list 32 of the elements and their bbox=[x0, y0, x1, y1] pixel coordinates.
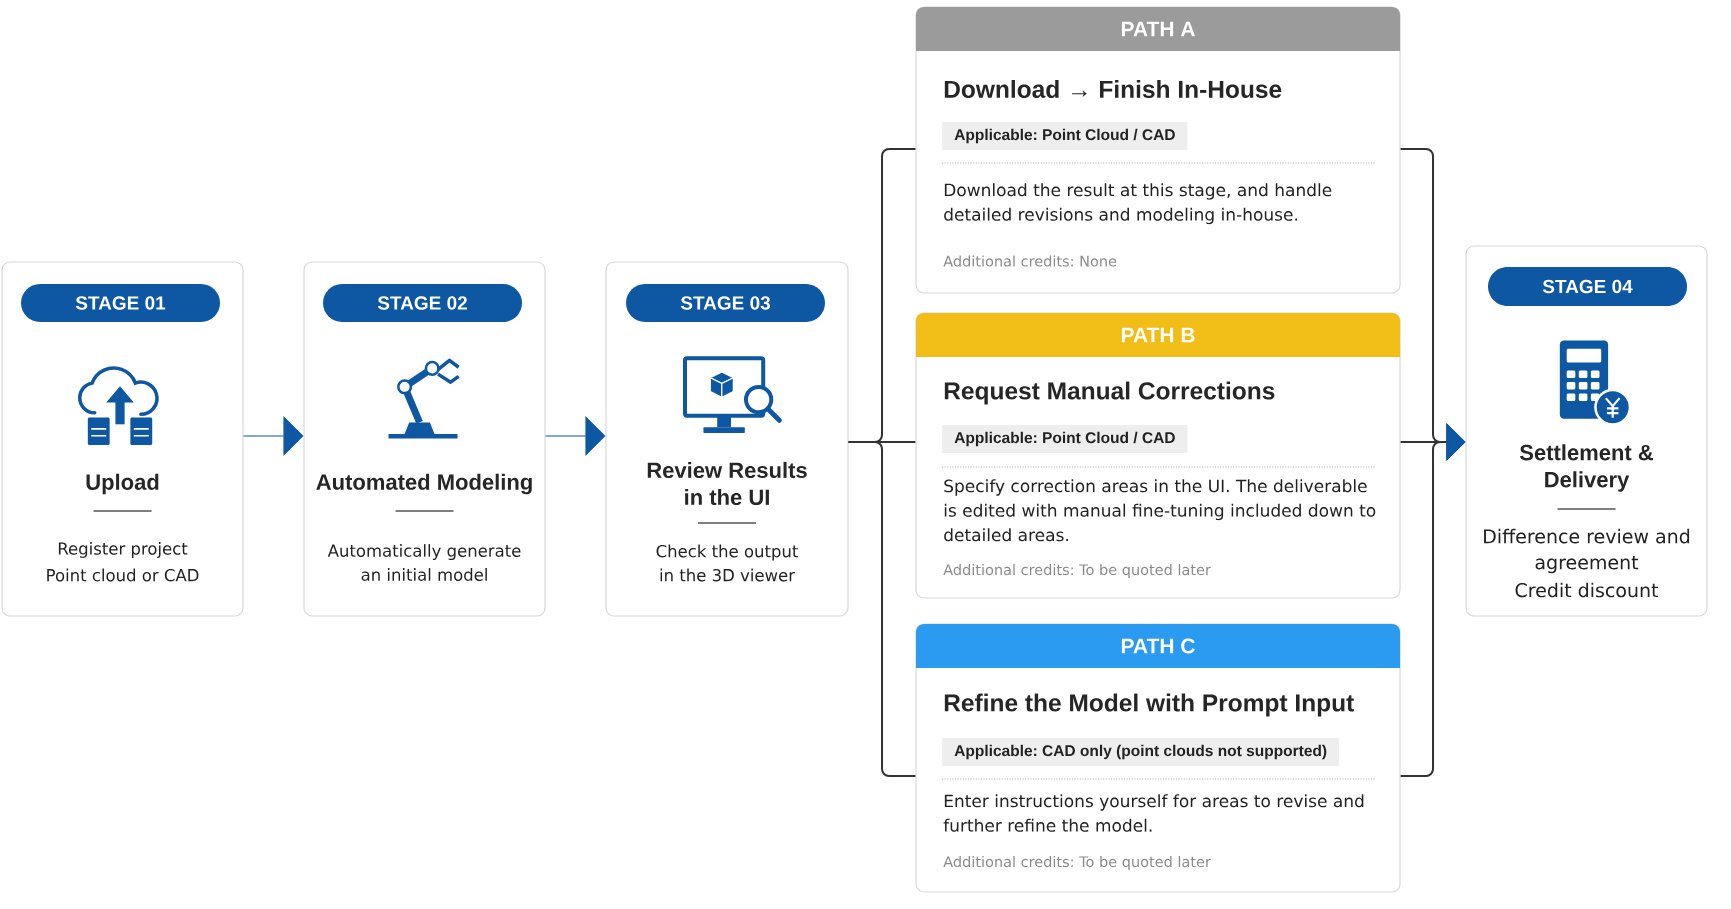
stage-card bbox=[1, 261, 244, 617]
applicability-tag: Applicable: Point Cloud / CAD bbox=[942, 122, 1188, 150]
card-description: Register project bbox=[58, 542, 188, 558]
path-title: Request Manual Corrections bbox=[944, 381, 1275, 405]
card-description: Check the output in the 3D viewer bbox=[656, 544, 798, 582]
connector-line bbox=[847, 441, 917, 777]
card-description: Point cloud or CAD bbox=[47, 568, 199, 582]
card-description: Specify correction areas in the UI. The deliverable is edited with manual fine-tuning included down to detailed areas. bbox=[944, 479, 1376, 542]
credits-note: Additional credits: To be quoted later bbox=[943, 855, 1211, 870]
card-description: Enter instructions yourself for areas to revise and further refine the model. bbox=[943, 794, 1364, 832]
stage-badge: STAGE 01 bbox=[21, 284, 220, 322]
stage-badge: STAGE 02 bbox=[323, 284, 522, 322]
card-description: Download the result at this stage, and handle detailed revisions and modeling in-house. bbox=[944, 183, 1332, 225]
card-description: Automatically generate an initial model bbox=[327, 544, 521, 581]
card-description: Difference review and agreement bbox=[1484, 528, 1690, 574]
stage-badge: STAGE 04 bbox=[1488, 267, 1687, 306]
credits-note: Additional credits: None bbox=[943, 255, 1117, 267]
path-header: PATH C bbox=[916, 624, 1400, 668]
path-header: PATH A bbox=[916, 7, 1400, 51]
path-header: PATH B bbox=[916, 313, 1400, 357]
card-title: Upload bbox=[86, 473, 159, 495]
path-title: Refine the Model with Prompt Input bbox=[944, 693, 1354, 717]
card-description: Credit discount bbox=[1515, 582, 1659, 598]
card-title: Automated Modeling bbox=[316, 473, 532, 495]
path-title: Download → Finish In-House bbox=[944, 80, 1282, 98]
stage-badge: STAGE 03 bbox=[626, 284, 825, 322]
card-title: Review Results in the UI bbox=[647, 461, 807, 506]
applicability-tag: Applicable: Point Cloud / CAD bbox=[942, 425, 1188, 453]
credits-note: Additional credits: To be quoted later bbox=[943, 563, 1211, 578]
applicability-tag: Applicable: CAD only (point clouds not supported) bbox=[942, 738, 1340, 766]
stage-card bbox=[303, 261, 546, 617]
card-title: Settlement & Delivery bbox=[1519, 444, 1654, 492]
